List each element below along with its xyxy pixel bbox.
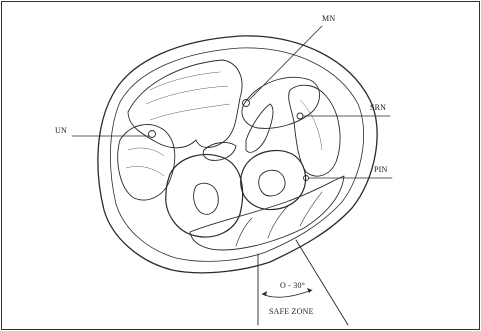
label-mn: MN [322,14,335,23]
label-safe-zone: SAFE ZONE [269,307,314,316]
radius-medullary-canal [259,170,285,196]
superficial-radial-nerve-marker [297,113,303,119]
ulna-bone [166,155,243,237]
label-angle: O - 30° [280,281,305,290]
safe-zone-angle-arc [262,290,312,297]
ulnar-nerve-marker [149,131,156,138]
brachioradialis-muscle [289,85,340,176]
label-srn: SRN [370,103,386,112]
mn-leader-line [249,26,322,100]
flexor-muscle [128,60,242,148]
label-un: UN [55,126,67,135]
ulna-medullary-canal [194,183,219,214]
deep-flexor-tendon [203,143,236,161]
skin-outline [98,36,377,273]
pronator-muscle [242,77,320,128]
radius-bone [241,150,306,209]
safe-zone-arrow-right [307,288,312,293]
label-pin: PIN [374,165,388,174]
subcutaneous-outline [110,48,363,261]
